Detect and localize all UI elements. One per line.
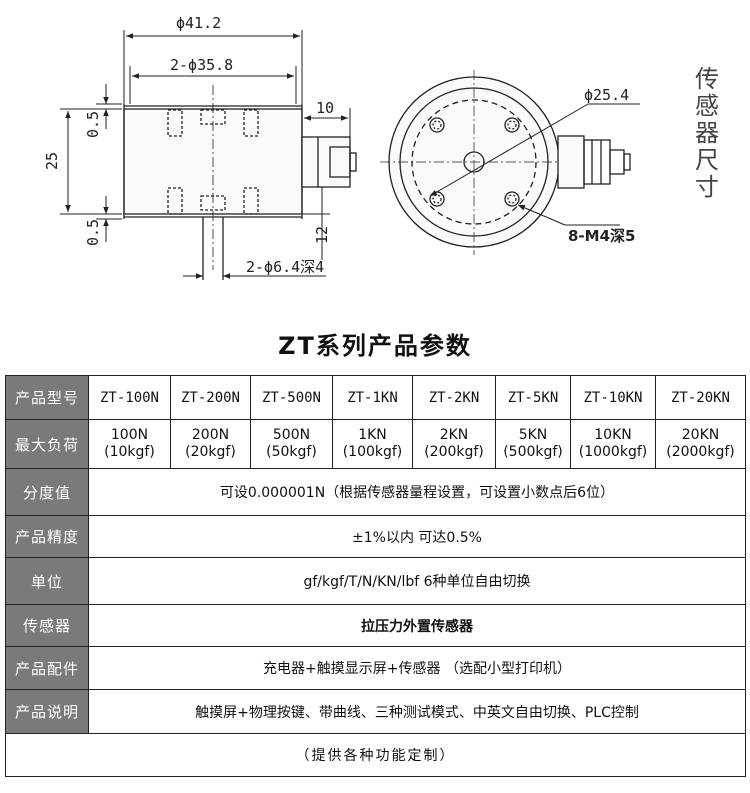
load-value: 200N [191, 427, 230, 443]
row-label: 传感器 [5, 604, 89, 647]
side-view [123, 85, 357, 280]
table-row: 单位 gf/kgf/T/N/KN/lbf 6种单位自由切换 [5, 557, 746, 605]
model-cell: ZT-2KN [412, 375, 496, 420]
dim-top-gap: 0.5 [84, 111, 102, 138]
row-value: gf/kgf/T/N/KN/lbf 6种单位自由切换 [88, 557, 746, 605]
load-value: 500N [272, 427, 311, 443]
load-kgf: (500kgf) [503, 444, 563, 460]
row-label: 单位 [5, 557, 89, 605]
load-cell: 100N(10kgf) [88, 419, 171, 469]
dim-center-dia: ϕ25.4 [584, 86, 629, 104]
title-char: 寸 [695, 173, 719, 201]
load-kgf: (200kgf) [424, 444, 484, 460]
row-value: ±1%以内 可达0.5% [88, 515, 746, 558]
row-label: 产品配件 [5, 646, 89, 690]
model-cell: ZT-5KN [495, 375, 571, 420]
table-row: 最大负荷 100N(10kgf) 200N(20kgf) 500N(50kgf)… [5, 419, 746, 469]
table-row: 产品配件 充电器+触摸显示屏+传感器 （选配小型打印机） [5, 646, 746, 690]
customization-footer: （提供各种功能定制） [5, 733, 746, 777]
load-value: 20KN [681, 427, 720, 443]
load-cell: 5KN(500kgf) [495, 419, 571, 469]
table-row: 产品精度 ±1%以内 可达0.5% [5, 515, 746, 558]
row-value: 可设0.000001N（根据传感器量程设置，可设置小数点后6位） [88, 468, 746, 516]
table-row: 分度值 可设0.000001N（根据传感器量程设置，可设置小数点后6位） [5, 468, 746, 516]
table-row: 传感器 拉压力外置传感器 [5, 604, 746, 647]
load-kgf: (50kgf) [266, 444, 317, 460]
model-cell: ZT-20KN [655, 375, 746, 420]
model-cell: ZT-500N [250, 375, 333, 420]
sensor-dimension-drawing: ϕ41.2 2-ϕ35.8 25 0.5 0.5 10 12 2-ϕ6.4深4 … [43, 14, 640, 280]
row-label: 产品说明 [5, 689, 89, 734]
load-value: 2KN [439, 427, 469, 443]
title-char: 感 [695, 92, 719, 120]
load-cell: 2KN(200kgf) [412, 419, 496, 469]
load-cell: 1KN(100kgf) [332, 419, 413, 469]
table-row: 产品型号 ZT-100N ZT-200N ZT-500N ZT-1KN ZT-2… [5, 375, 746, 420]
load-kgf: (2000kgf) [666, 444, 735, 460]
table-row: 产品说明 触摸屏+物理按键、带曲线、三种测试模式、中英文自由切换、PLC控制 [5, 689, 746, 734]
spec-table: 产品型号 ZT-100N ZT-200N ZT-500N ZT-1KN ZT-2… [5, 375, 746, 777]
title-char: 传 [695, 65, 719, 93]
dim-outer-dia: ϕ41.2 [176, 14, 221, 32]
load-value: 1KN [358, 427, 387, 443]
load-cell: 10KN(1000kgf) [570, 419, 656, 469]
model-cell: ZT-10KN [570, 375, 656, 420]
row-label: 产品精度 [5, 515, 89, 558]
table-row: （提供各种功能定制） [5, 733, 746, 777]
dim-connector-width: 10 [316, 99, 334, 117]
dim-bottom-gap: 0.5 [84, 219, 102, 246]
model-cell: ZT-200N [170, 375, 251, 420]
load-kgf: (20kgf) [185, 444, 236, 460]
load-cell: 500N(50kgf) [250, 419, 333, 469]
row-value: 充电器+触摸显示屏+传感器 （选配小型打印机） [88, 646, 746, 690]
dim-connector-height: 12 [313, 226, 331, 244]
load-kgf: (100kgf) [342, 444, 403, 460]
top-view [380, 70, 631, 255]
load-value: 100N [110, 427, 149, 443]
title-char: 器 [695, 119, 719, 147]
row-value: 触摸屏+物理按键、带曲线、三种测试模式、中英文自由切换、PLC控制 [88, 689, 746, 734]
model-cell: ZT-1KN [332, 375, 413, 420]
dim-bottom-holes: 2-ϕ6.4深4 [246, 258, 324, 276]
sensor-size-title: 传 感 器 尺 寸 [692, 66, 722, 201]
dim-height: 25 [43, 152, 61, 170]
row-label: 分度值 [5, 468, 89, 516]
load-kgf: (10kgf) [104, 444, 155, 460]
load-cell: 200N(20kgf) [170, 419, 251, 469]
load-value: 10KN [594, 427, 632, 443]
load-kgf: (1000kgf) [578, 444, 648, 460]
load-cell: 20KN(2000kgf) [655, 419, 746, 469]
title-char: 尺 [695, 146, 719, 174]
load-header: 最大负荷 [5, 419, 89, 469]
dim-thread: 8-M4深5 [568, 227, 635, 245]
dim-hole-spacing: 2-ϕ35.8 [170, 56, 233, 74]
model-cell: ZT-100N [88, 375, 171, 420]
params-title: ZT系列产品参数 [278, 332, 472, 360]
load-value: 5KN [518, 427, 548, 443]
model-header: 产品型号 [5, 375, 89, 420]
row-value: 拉压力外置传感器 [88, 604, 746, 647]
